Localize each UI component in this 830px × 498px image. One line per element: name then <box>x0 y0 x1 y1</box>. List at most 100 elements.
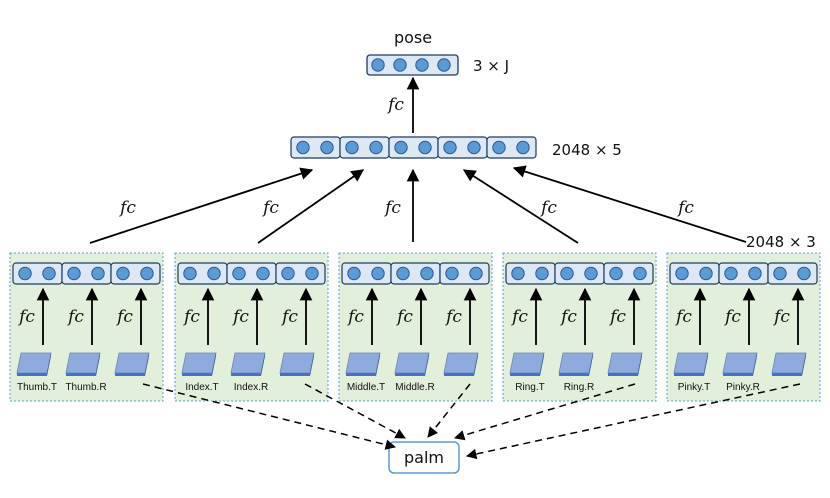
fc-label-vertical: fc <box>772 307 790 327</box>
finger-feature-node <box>633 266 647 281</box>
feature-map-tile <box>509 352 545 374</box>
feature-map-tile-edge <box>510 373 540 376</box>
finger-feature-node <box>396 266 410 281</box>
finger-feature-node <box>797 266 811 281</box>
finger-feature-node <box>675 266 689 281</box>
feature-map-tile-side <box>474 353 478 376</box>
finger-feature-node <box>469 266 483 281</box>
feature-map-tile-edge <box>444 373 474 376</box>
concat-node <box>296 140 310 155</box>
feature-map-tile <box>114 352 150 374</box>
fc-label-vertical: fc <box>280 307 298 327</box>
pose-layer-box <box>366 54 459 76</box>
finger-feature-node <box>535 266 549 281</box>
feature-map-tile <box>558 352 594 374</box>
feature-map-tile <box>443 352 479 374</box>
feature-map-tile-edge <box>115 373 145 376</box>
feature-map-tile <box>673 352 709 374</box>
concat-node <box>369 140 383 155</box>
feature-map-tile-edge <box>231 373 261 376</box>
fc-label-vertical: fc <box>66 307 84 327</box>
concat-node <box>345 140 359 155</box>
pose-node <box>393 58 407 72</box>
finger-feature-node <box>724 266 738 281</box>
tile-label: Middle.R <box>395 382 434 393</box>
tile-label: Index.R <box>234 382 268 393</box>
feature-map-tile-edge <box>608 373 638 376</box>
feature-map-tile-side <box>802 353 806 376</box>
pose-node <box>437 58 451 72</box>
fc-label-vertical: fc <box>346 307 364 327</box>
fc-label-vertical: fc <box>115 307 133 327</box>
fc-label-vertical: fc <box>395 307 413 327</box>
finger-feature-node <box>140 266 154 281</box>
fc-arrow-ring-to-mid <box>462 169 579 244</box>
feature-map-tile-side <box>589 353 593 376</box>
feature-map-tile-edge <box>17 373 47 376</box>
palm-label: palm <box>404 448 444 467</box>
finger-dim-label: 2048 × 3 <box>746 233 816 251</box>
finger-feature-node <box>207 266 221 281</box>
tile-label: Pinky.T <box>678 382 711 393</box>
finger-feature-node <box>748 266 762 281</box>
fc-label-vertical: fc <box>559 307 577 327</box>
fc-label-vertical: fc <box>444 307 462 327</box>
feature-map-tile-side <box>540 353 544 376</box>
feature-map-tile <box>771 352 807 374</box>
finger-feature-node <box>183 266 197 281</box>
fc-label-vertical: fc <box>674 307 692 327</box>
tile-label: Middle.T <box>347 382 385 393</box>
feature-map-tile <box>722 352 758 374</box>
finger-feature-node <box>699 266 713 281</box>
tile-label: Thumb.R <box>65 382 106 393</box>
fc-label-vertical: fc <box>17 307 35 327</box>
feature-map-tile-side <box>638 353 642 376</box>
fc-arrow-thumb-to-mid <box>89 167 314 244</box>
feature-map-tile-side <box>310 353 314 376</box>
finger-feature-node <box>511 266 525 281</box>
finger-feature-node <box>371 266 385 281</box>
fc-label-middle: fc <box>383 198 401 218</box>
feature-map-tile-side <box>212 353 216 376</box>
finger-feature-node <box>116 266 130 281</box>
finger-feature-node <box>42 266 56 281</box>
finger-feature-node <box>232 266 246 281</box>
fc-arrow-index-to-mid <box>257 169 365 244</box>
feature-map-tile-edge <box>674 373 704 376</box>
fc-label-ring: fc <box>539 198 557 218</box>
finger-feature-node <box>347 266 361 281</box>
finger-feature-node <box>18 266 32 281</box>
finger-feature-node <box>281 266 295 281</box>
finger-feature-node <box>560 266 574 281</box>
feature-map-tile-side <box>261 353 265 376</box>
fc-label-vertical: fc <box>231 307 249 327</box>
tile-label: Pinky.R <box>726 382 760 393</box>
fc-arrow-pinky-to-mid <box>512 165 747 243</box>
tile-label: Ring.R <box>564 382 595 393</box>
dashed-arrow-index-to-palm <box>304 383 406 439</box>
finger-feature-node <box>67 266 81 281</box>
pose-nodes <box>371 58 451 72</box>
feature-map-tile <box>394 352 430 374</box>
pose-layer <box>366 54 459 76</box>
dashed-arrow-ring-to-palm <box>453 383 636 441</box>
finger-feature-node <box>609 266 623 281</box>
feature-map-tile-side <box>145 353 149 376</box>
feature-map-tile-side <box>753 353 757 376</box>
feature-map-tile-edge <box>395 373 425 376</box>
feature-map-tile-edge <box>723 373 753 376</box>
feature-map-tile-side <box>425 353 429 376</box>
pose-title: pose <box>394 28 432 47</box>
mid-dim-label: 2048 × 5 <box>552 141 622 159</box>
feature-map-tile <box>279 352 315 374</box>
dashed-arrow-thumb-to-palm <box>142 383 397 450</box>
feature-map-tile-side <box>376 353 380 376</box>
fc-label-pinky: fc <box>676 198 694 218</box>
feature-map-tile <box>181 352 217 374</box>
finger-feature-node <box>256 266 270 281</box>
feature-map-tile-edge <box>346 373 376 376</box>
